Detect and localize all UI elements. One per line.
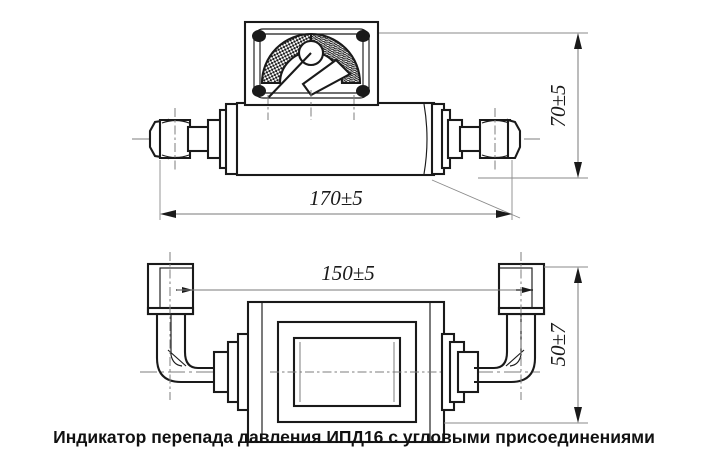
top-view-group: 70±5 170±5 bbox=[132, 20, 588, 220]
dimension-height-150-view: 50±7 bbox=[444, 266, 588, 424]
left-straight-fitting bbox=[148, 102, 240, 176]
indicator-window bbox=[270, 320, 470, 424]
dimension-label-width-top: 170±5 bbox=[309, 186, 363, 210]
dimension-label-height-bottom: 50±7 bbox=[546, 322, 570, 367]
head-corner-screws bbox=[252, 30, 370, 97]
right-straight-fitting bbox=[430, 102, 522, 176]
dimension-width-170-view: 170±5 bbox=[159, 160, 513, 220]
cylindrical-body-bottom bbox=[246, 300, 470, 444]
right-angled-fitting bbox=[440, 252, 546, 412]
dimension-width-150-view: 150±5 bbox=[177, 261, 516, 291]
indicator-head bbox=[243, 20, 380, 120]
dimension-height-170-view: 70±5 bbox=[546, 33, 582, 178]
left-angled-fitting bbox=[146, 252, 252, 412]
bottom-view-group: 150±5 50±7 bbox=[140, 252, 588, 444]
gauge-needle bbox=[267, 52, 352, 99]
dimension-label-height-top: 70±5 bbox=[546, 84, 570, 127]
drawing-caption: Индикатор перепада давления ИПД16 с угло… bbox=[53, 427, 655, 447]
top-view-extension-lines bbox=[352, 32, 588, 219]
cylindrical-body-top bbox=[235, 101, 436, 177]
dimension-label-width-bottom: 150±5 bbox=[321, 261, 375, 285]
